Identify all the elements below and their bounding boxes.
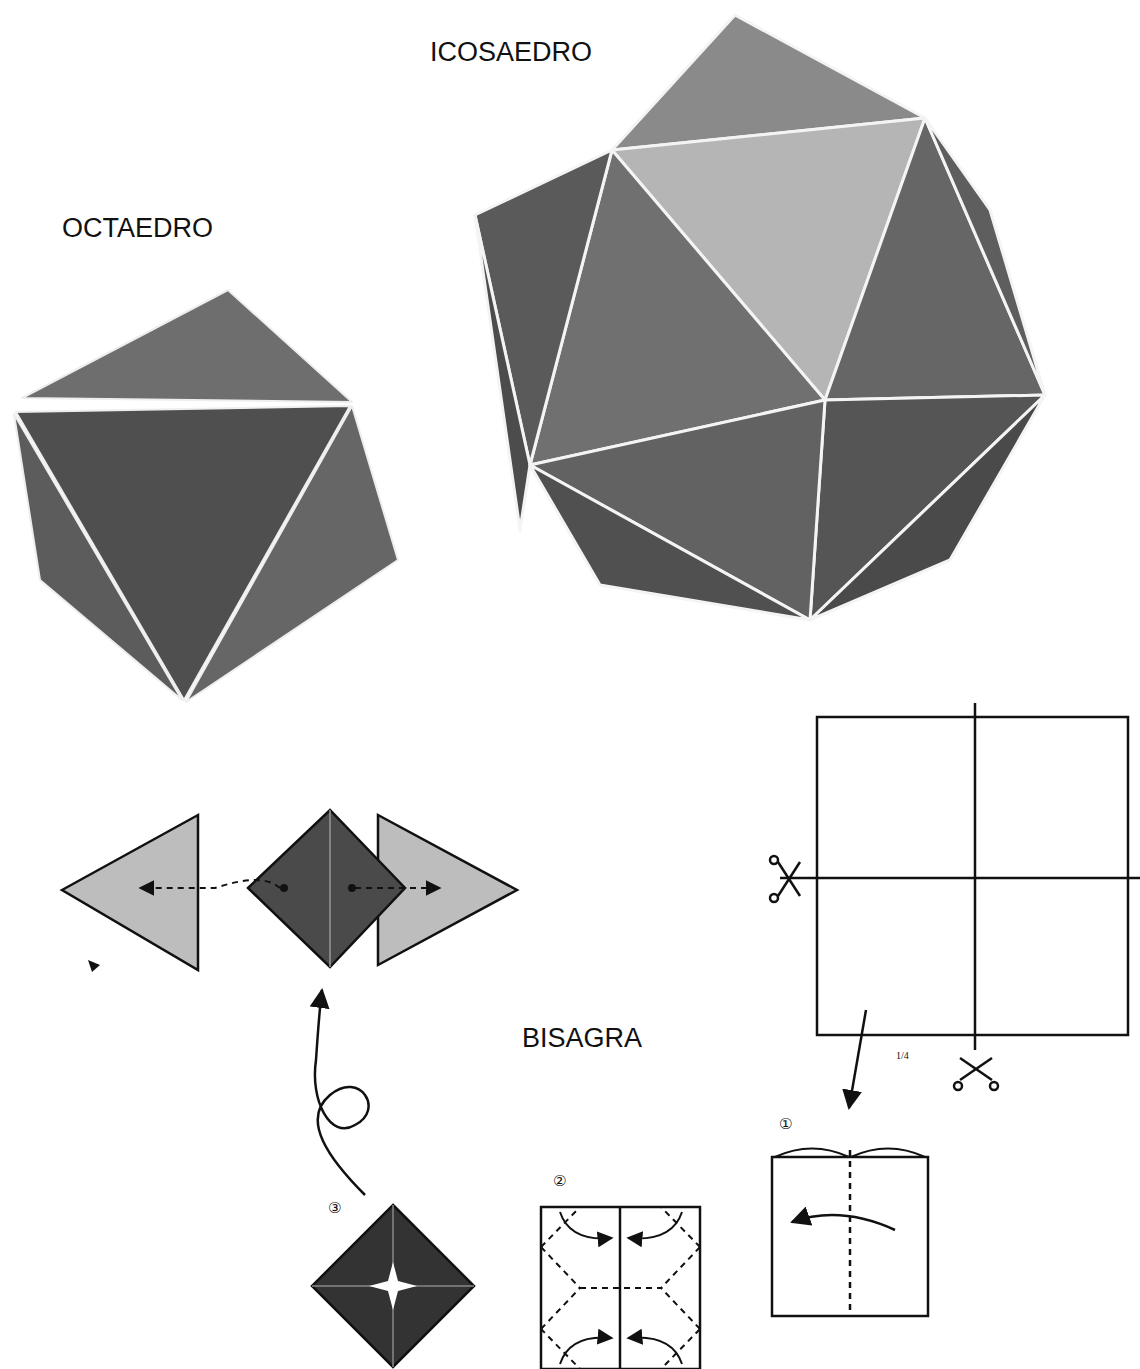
scissors-symbol [770, 856, 800, 902]
icosahedron-face [825, 118, 1045, 400]
step-number: ② [553, 1173, 566, 1190]
hinge-assembly [62, 810, 517, 972]
icosahedron-face [475, 215, 530, 530]
step-number: ① [779, 1116, 792, 1133]
octahedron-face [14, 414, 182, 700]
octahedron-model [14, 290, 398, 702]
fold-step-3 [312, 1205, 474, 1367]
step-arrow [849, 1010, 866, 1108]
icosahedron-face [530, 465, 810, 620]
octahedron-face [186, 406, 398, 702]
icosahedron-face [810, 395, 1045, 620]
paper-square [817, 717, 1128, 1035]
icosahedron-face [810, 395, 1045, 620]
turn-over-arrow [315, 990, 369, 1195]
fold-step-2 [541, 1207, 700, 1369]
cut-line [974, 703, 977, 1050]
fraction-label: 1/4 [896, 1050, 909, 1061]
fold-step-1 [772, 1149, 928, 1317]
step-number: ③ [328, 1200, 341, 1217]
scissors-symbol [954, 1058, 998, 1090]
unit-title: BISAGRA [522, 1024, 642, 1054]
cut-line [780, 877, 1140, 880]
model-title: ICOSAEDRO [430, 38, 592, 68]
cut-square [780, 703, 1140, 1050]
icosahedron-face [925, 118, 1045, 395]
icosahedron-face [530, 400, 825, 620]
icosahedron-model [475, 15, 1045, 620]
octahedron-face [22, 290, 352, 402]
model-title: OCTAEDRO [62, 214, 213, 244]
